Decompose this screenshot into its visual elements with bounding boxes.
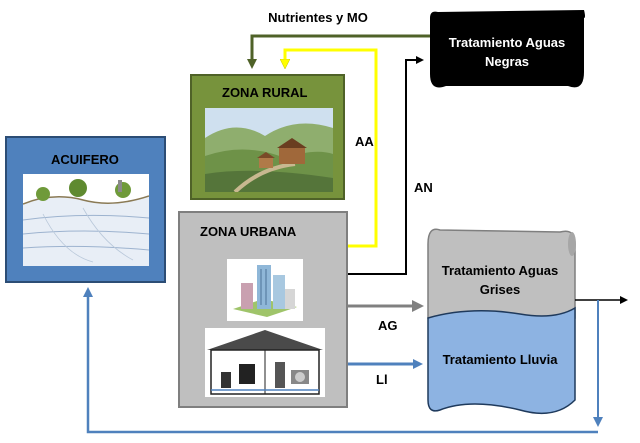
node-aguas-negras-line1: Tratamiento Aguas — [449, 35, 566, 50]
edge-an-label: AN — [414, 180, 433, 195]
edge-ag-label: AG — [378, 318, 398, 333]
node-zona-urbana-title: ZONA URBANA — [200, 224, 297, 239]
node-tratamiento-lluvia[interactable]: Tratamiento Lluvia — [427, 306, 576, 415]
edge-nutrientes — [247, 34, 430, 69]
rural-landscape-image — [205, 108, 333, 192]
node-acuifero-title: ACUIFERO — [51, 152, 119, 167]
node-zona-urbana[interactable]: ZONA URBANA — [178, 211, 348, 408]
node-zona-rural[interactable]: ZONA RURAL — [190, 74, 345, 200]
aquifer-cross-section-image — [23, 174, 149, 266]
edge-aa — [285, 48, 378, 248]
city-buildings-image — [227, 259, 303, 321]
node-aguas-negras-line2: Negras — [485, 54, 529, 69]
node-aguas-grises-line1: Tratamiento Aguas — [442, 263, 559, 278]
edge-return-acuifero — [83, 287, 598, 434]
node-tratamiento-aguas-grises[interactable]: Tratamiento Aguas Grises — [427, 228, 576, 319]
node-aguas-grises-line2: Grises — [480, 282, 520, 297]
edge-nutrientes-label: Nutrientes y MO — [268, 10, 368, 25]
node-lluvia-title: Tratamiento Lluvia — [443, 352, 559, 367]
node-acuifero[interactable]: ACUIFERO — [5, 136, 166, 283]
edge-an — [348, 56, 424, 275]
edge-ll-label: Ll — [376, 372, 388, 387]
edge-aa-label: AA — [355, 134, 374, 149]
node-zona-rural-title: ZONA RURAL — [222, 85, 308, 100]
node-tratamiento-aguas-negras[interactable]: Tratamiento Aguas Negras — [430, 10, 585, 88]
house-cutaway-image — [205, 328, 325, 397]
